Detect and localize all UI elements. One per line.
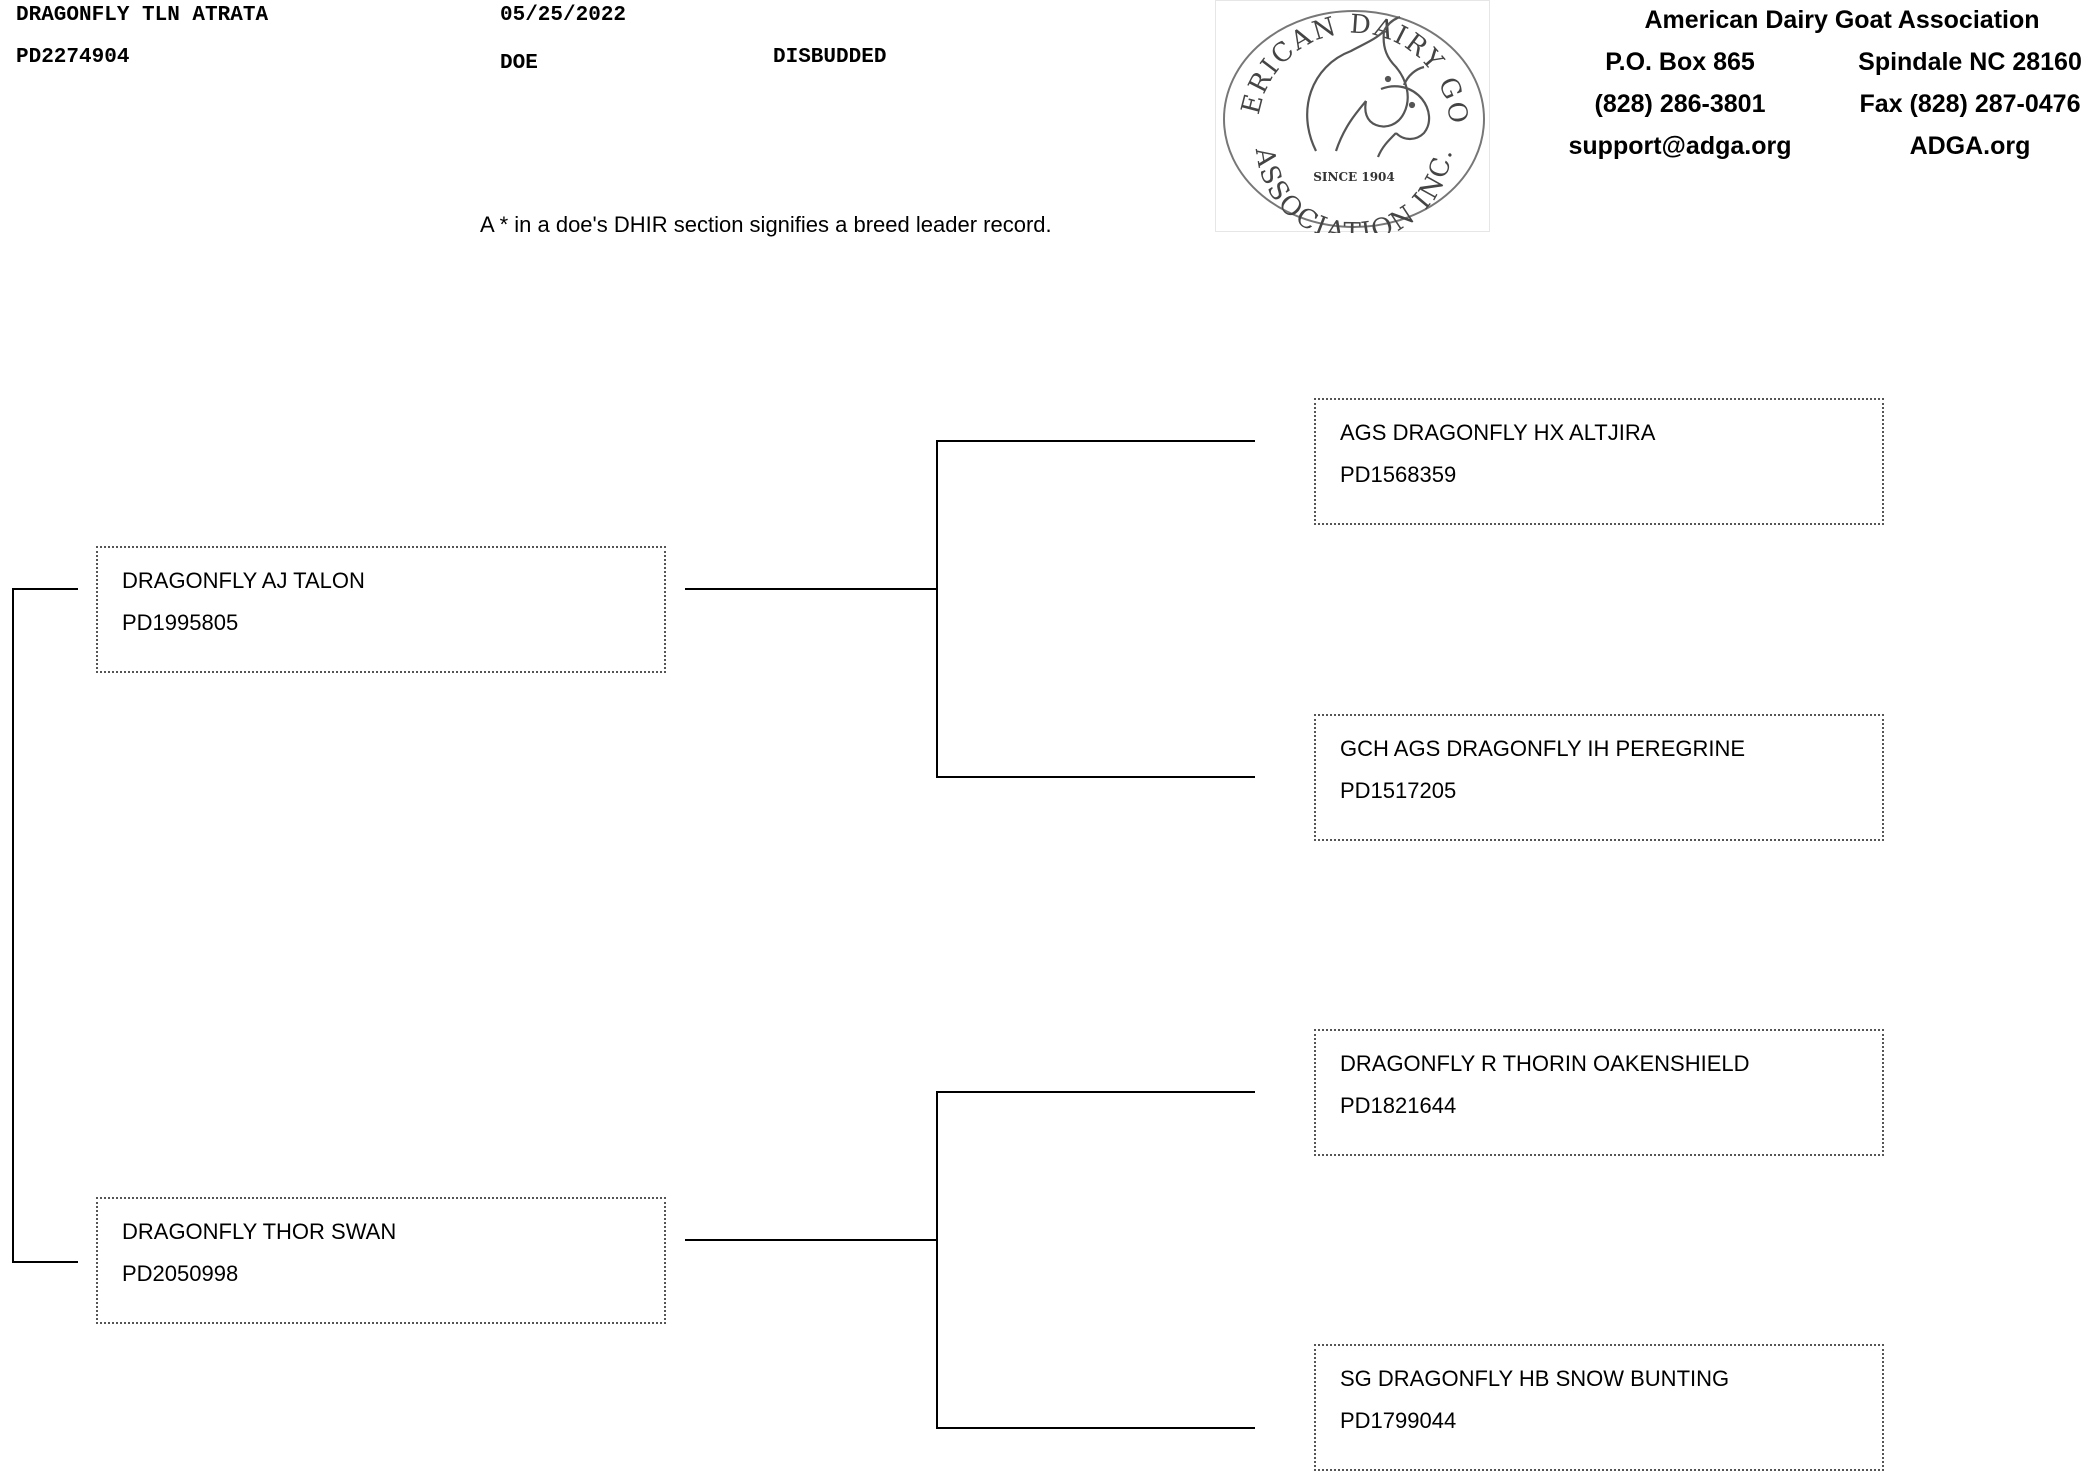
org-name: American Dairy Goat Association <box>1644 6 2040 34</box>
goat-heads-icon <box>1306 15 1431 158</box>
org-fax: Fax (828) 287-0476 <box>1859 90 2081 118</box>
dam-sire-name: DRAGONFLY R THORIN OAKENSHIELD <box>1340 1051 1750 1076</box>
dam-sire-box: DRAGONFLY R THORIN OAKENSHIELD PD1821644 <box>1314 1029 1884 1156</box>
sire-reg: PD1995805 <box>122 610 239 635</box>
dam-reg: PD2050998 <box>122 1261 239 1286</box>
sire-sire-reg: PD1568359 <box>1340 462 1457 487</box>
adga-logo: AMERICAN DAIRY GOAT ASSOCIATION INC. SIN… <box>1202 0 1490 248</box>
dam-dam-box: SG DRAGONFLY HB SNOW BUNTING PD1799044 <box>1314 1344 1884 1471</box>
sex: DOE <box>500 52 538 75</box>
sire-dam-box: GCH AGS DRAGONFLY IH PEREGRINE PD1517205 <box>1314 714 1884 841</box>
org-city: Spindale NC 28160 <box>1858 48 2082 76</box>
dam-sire-reg: PD1821644 <box>1340 1093 1457 1118</box>
dam-name: DRAGONFLY THOR SWAN <box>122 1219 397 1244</box>
logo-since-text: SINCE 1904 <box>1313 170 1395 184</box>
sire-dam-name: GCH AGS DRAGONFLY IH PEREGRINE <box>1340 736 1746 761</box>
dam-dam-name: SG DRAGONFLY HB SNOW BUNTING <box>1340 1366 1730 1391</box>
breed-leader-note: A * in a doe's DHIR section signifies a … <box>480 212 1052 237</box>
dam-box: DRAGONFLY THOR SWAN PD2050998 <box>96 1197 666 1324</box>
org-email: support@adga.org <box>1568 132 1792 160</box>
animal-name: DRAGONFLY TLN ATRATA <box>16 4 269 27</box>
org-po-box: P.O. Box 865 <box>1605 48 1755 76</box>
dam-dam-reg: PD1799044 <box>1340 1408 1457 1433</box>
sire-dam-reg: PD1517205 <box>1340 778 1457 803</box>
sire-name: DRAGONFLY AJ TALON <box>122 568 365 593</box>
registration-number: PD2274904 <box>16 46 130 69</box>
sire-sire-box: AGS DRAGONFLY HX ALTJIRA PD1568359 <box>1314 398 1884 525</box>
sire-box: DRAGONFLY AJ TALON PD1995805 <box>96 546 666 673</box>
adga-seal-icon: AMERICAN DAIRY GOAT ASSOCIATION INC. SIN… <box>1202 0 1485 248</box>
sire-sire-name: AGS DRAGONFLY HX ALTJIRA <box>1340 420 1656 445</box>
birth-date: 05/25/2022 <box>500 4 627 27</box>
org-phone: (828) 286-3801 <box>1594 90 1766 118</box>
horn-status: DISBUDDED <box>773 46 887 69</box>
org-website: ADGA.org <box>1909 132 2031 160</box>
